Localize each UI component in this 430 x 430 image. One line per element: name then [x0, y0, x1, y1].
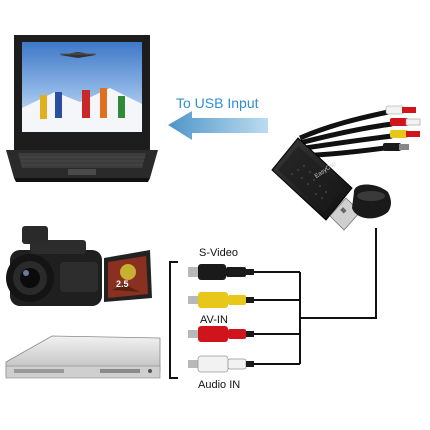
white-connector	[188, 355, 254, 373]
camcorder-icon	[6, 226, 152, 306]
dvd-player-icon	[5, 335, 161, 379]
top-connectors	[383, 105, 421, 151]
usb-input-label: To USB Input	[176, 95, 259, 111]
skier-figures	[40, 88, 125, 119]
usb-capture-device-icon	[271, 105, 421, 231]
yellow-connector	[188, 292, 254, 308]
camcorder-screen-readout: 2.5	[116, 279, 129, 289]
laptop-touchpad	[68, 169, 96, 175]
audio-in-label: Audio IN	[198, 379, 241, 391]
camcorder-viewfinder	[22, 226, 48, 244]
s-video-label: S-Video	[199, 247, 238, 259]
arrow-left-icon	[168, 111, 268, 140]
connection-lines	[169, 228, 377, 379]
av-in-label: AV-IN	[200, 314, 228, 326]
usb-cap	[352, 184, 391, 219]
laptop-icon	[6, 35, 158, 182]
red-connector	[188, 326, 254, 342]
dvd-tray	[14, 369, 64, 373]
svideo-connector	[188, 264, 254, 280]
